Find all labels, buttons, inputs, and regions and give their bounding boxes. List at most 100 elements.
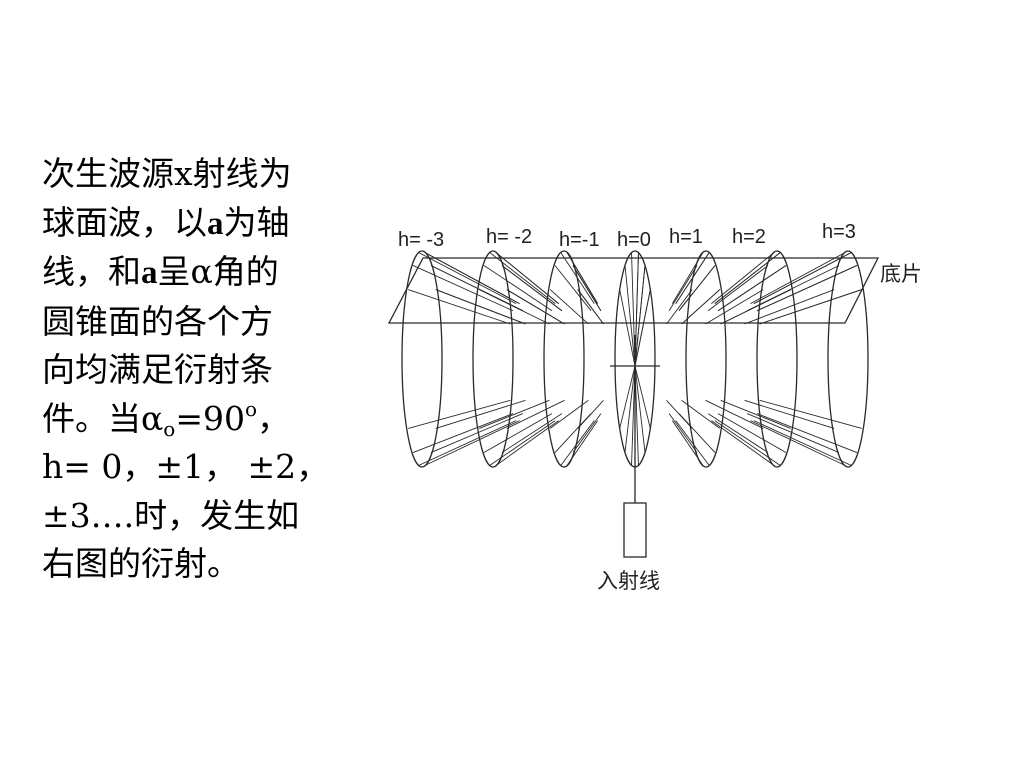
cone-ellipse-h1	[685, 250, 727, 468]
film-plane	[387, 257, 880, 324]
cone-ray	[430, 413, 523, 453]
cone-ray	[489, 420, 556, 466]
cone-ray	[634, 265, 646, 367]
cone-ray	[681, 289, 721, 325]
cone-ray	[566, 420, 599, 466]
axis-a-bold: a	[207, 205, 224, 242]
cone-ray	[506, 289, 565, 325]
text-line-7: h= 0，±1， ±2，	[42, 447, 330, 486]
cone-ray	[624, 365, 636, 453]
cone-ray	[717, 265, 787, 312]
cone-ray	[714, 420, 781, 466]
cone-ray	[619, 365, 636, 429]
cone-ray	[554, 413, 592, 453]
cone-ray	[707, 413, 769, 453]
text-segment: 球面波，以	[42, 202, 207, 242]
cone-ray	[759, 399, 862, 429]
cone-ellipse-h-2	[472, 250, 514, 468]
text-line-4: 圆锥面的各个方	[42, 301, 273, 341]
cone-ray	[747, 265, 840, 312]
subscript-o: o	[163, 416, 176, 441]
cone-ray	[624, 265, 636, 367]
text-line-3: 线，和a呈α角的	[42, 248, 352, 298]
text-segment: ，	[257, 398, 291, 438]
cone-ray	[714, 252, 781, 305]
cone-ray	[572, 413, 602, 453]
cone-ray	[489, 252, 556, 305]
cone-ray	[412, 265, 514, 312]
cone-ray	[753, 420, 852, 466]
cone-ray	[668, 265, 698, 311]
cone-ray	[750, 252, 846, 305]
cone-ray	[412, 413, 514, 453]
text-line-9: 右图的衍射。	[42, 544, 240, 583]
cone-ray	[707, 265, 769, 312]
cone-ellipse-h3	[827, 250, 869, 468]
text-line-6: 件。当αo=90o，	[42, 395, 352, 444]
cone-ray	[418, 252, 517, 305]
cone-ray	[705, 289, 764, 325]
cone-label-h3: h=3	[822, 221, 856, 243]
cone-ray	[619, 289, 636, 367]
cone-ray	[549, 399, 589, 429]
cone-ray	[560, 252, 595, 304]
cone-ray	[711, 420, 775, 466]
cone-ray	[750, 420, 846, 466]
cone-ray	[666, 400, 693, 429]
cone-ray	[756, 413, 858, 453]
cone-ellipse-h2	[756, 250, 798, 468]
text-segment: 线，和	[42, 252, 141, 291]
cone-label-h1: h=1	[669, 226, 703, 248]
cone-ray	[479, 399, 550, 429]
cone-ray	[720, 399, 791, 429]
cone-ray	[408, 289, 511, 325]
cone-ray	[634, 365, 646, 453]
text-line-2: 球面波，以a为轴	[42, 199, 352, 249]
cone-ray	[668, 413, 698, 453]
cone-ray	[506, 399, 565, 429]
cone-ray	[666, 289, 693, 325]
cone-ray	[501, 413, 563, 453]
cone-ray	[671, 420, 704, 466]
cone-ray	[560, 420, 595, 466]
cone-ray	[634, 365, 651, 429]
cone-ray	[483, 413, 553, 453]
cone-lines	[401, 250, 869, 468]
cone-ray	[549, 289, 589, 325]
cone-ray	[675, 252, 710, 304]
cone-ray	[711, 252, 775, 305]
cone-ray	[483, 265, 553, 312]
cone-ray	[501, 265, 563, 312]
cone-ray	[479, 289, 550, 325]
cone-ray	[566, 252, 599, 304]
cone-ray	[554, 265, 592, 311]
cone-label-h-1: h=-1	[559, 229, 600, 251]
cone-ray	[435, 399, 526, 429]
text-segment: 为轴	[223, 202, 290, 242]
cone-label-h-2: h= -2	[486, 226, 532, 248]
cone-ray	[418, 420, 517, 466]
cone-ray	[634, 289, 651, 367]
cone-ray	[408, 399, 511, 429]
degree-superscript: o	[245, 396, 258, 421]
cone-ellipse-h-3	[401, 250, 443, 468]
cone-ray	[717, 413, 787, 453]
cone-label-h2: h=2	[732, 226, 766, 248]
film-label: 底片	[880, 263, 922, 286]
cone-ray	[744, 289, 835, 325]
cone-ray	[675, 420, 710, 466]
text-segment: 呈α角的	[157, 252, 279, 291]
text-line-8: ±3….时，发生如	[42, 495, 300, 535]
incident-beam-source	[623, 502, 647, 558]
cone-ray	[424, 252, 520, 305]
text-line-1: 次生波源x射线为	[42, 154, 292, 193]
cone-ray	[681, 399, 721, 429]
cone-ray	[435, 289, 526, 325]
cone-ray	[759, 289, 862, 325]
cone-ray	[671, 252, 704, 304]
text-line-5: 向均满足衍射条	[42, 350, 273, 389]
cone-label-h-3: h= -3	[398, 229, 444, 251]
cone-ellipse-h-1	[543, 250, 585, 468]
